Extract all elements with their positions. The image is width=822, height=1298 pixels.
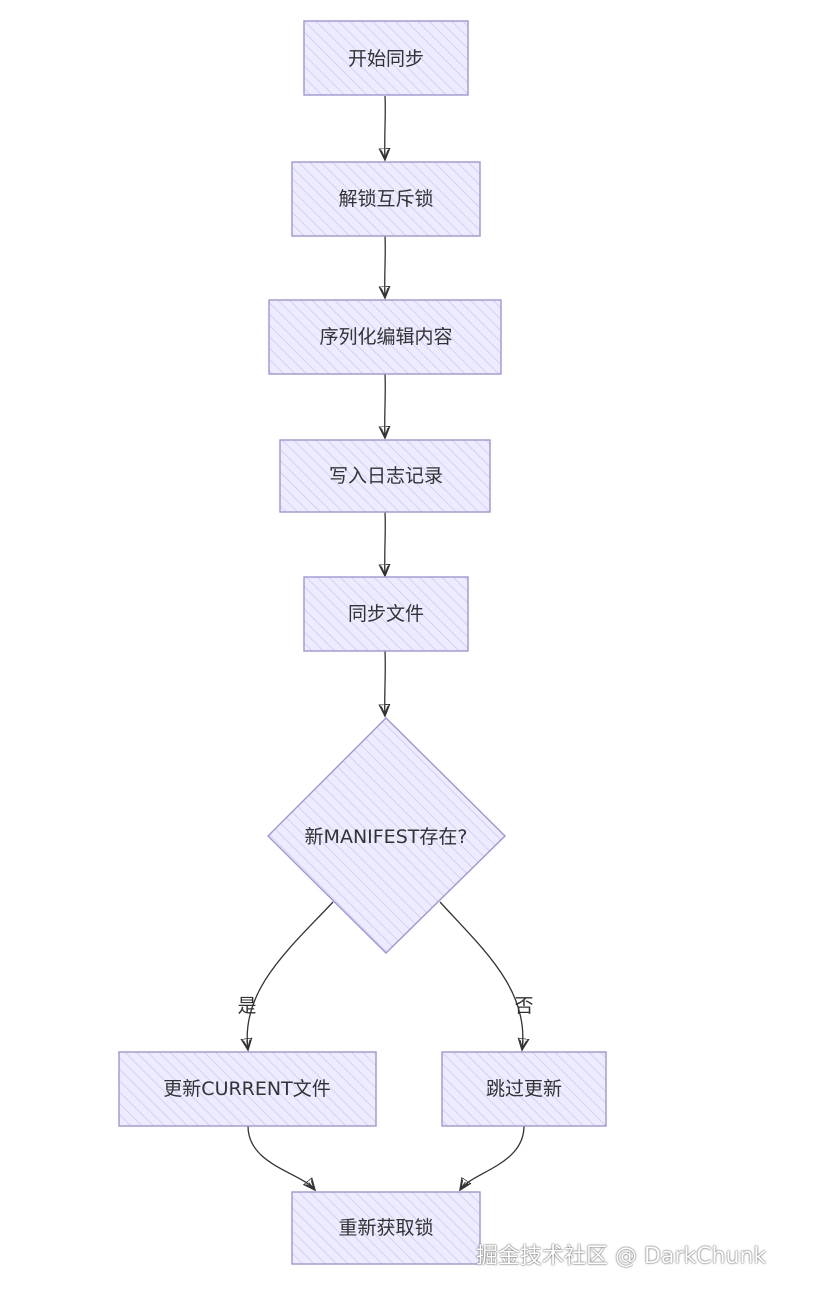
node-update-current: 更新CURRENT文件 [118,1051,377,1127]
watermark: 掘金技术社区 @ DarkChunk [476,1244,767,1269]
node-sync-file-label: 同步文件 [348,603,424,625]
edge-serialize-writelog [385,373,386,438]
node-unlock: 解锁互斥锁 [291,161,481,237]
node-write-log-label: 写入日志记录 [329,465,443,487]
node-reacquire-label: 重新获取锁 [338,1217,433,1239]
node-skip-update: 跳过更新 [441,1051,607,1127]
edge-unlock-serialize [385,235,386,298]
edge-decision-no [439,901,523,1050]
edge-decision-yes [247,901,334,1050]
edge-label-yes: 是 [237,995,256,1017]
edge-label-no: 否 [514,995,533,1017]
edge-syncfile-decision [385,650,386,716]
edge-start-unlock [385,95,386,160]
edge-update-reacquire [247,1125,315,1190]
edges [247,95,525,1190]
node-unlock-label: 解锁互斥锁 [338,188,433,210]
node-write-log: 写入日志记录 [279,439,491,513]
node-start-label: 开始同步 [348,48,424,70]
node-update-current-label: 更新CURRENT文件 [163,1078,330,1100]
node-start: 开始同步 [303,20,469,96]
node-serialize: 序列化编辑内容 [268,299,502,375]
edge-writelog-syncfile [385,511,386,576]
node-reacquire: 重新获取锁 [291,1191,481,1265]
node-decision: 新MANIFEST存在? [267,717,506,954]
node-serialize-label: 序列化编辑内容 [319,326,452,348]
node-decision-label: 新MANIFEST存在? [305,826,468,848]
node-skip-update-label: 跳过更新 [486,1078,562,1100]
edge-skip-reacquire [460,1125,525,1190]
node-sync-file: 同步文件 [303,576,469,652]
